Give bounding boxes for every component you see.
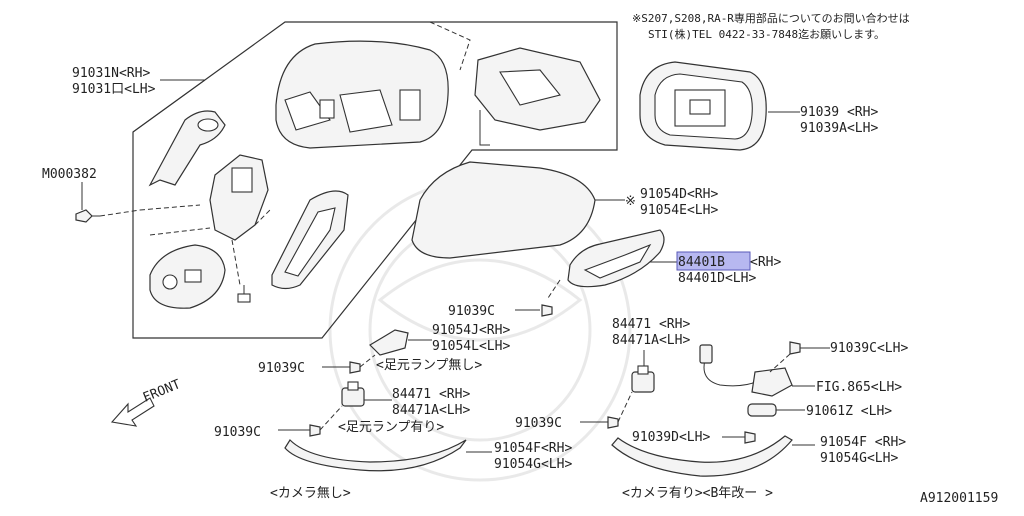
mirror-mount-bolt: [237, 285, 251, 303]
note-camera-with: <カメラ有り><B年改ー >: [622, 486, 773, 501]
label-91039c-top[interactable]: 91039C: [448, 304, 495, 319]
label-84471a-left[interactable]: 84471A<LH>: [392, 403, 470, 418]
label-84471-left[interactable]: 84471 <RH>: [392, 387, 470, 402]
label-91039c-mid[interactable]: 91039C: [258, 361, 305, 376]
note-lamp-with: <足元ランプ有り>: [338, 420, 444, 435]
label-91054g-left[interactable]: 91054G<LH>: [494, 457, 572, 472]
label-m000382[interactable]: M000382: [42, 167, 97, 182]
label-91039d[interactable]: 91039D<LH>: [632, 430, 710, 445]
side-camera-unit: [699, 341, 830, 397]
highlight-84401b: [676, 251, 751, 271]
label-84401b[interactable]: 84401B: [678, 255, 725, 270]
label-84401d[interactable]: 84401D<LH>: [678, 271, 756, 286]
label-91054g-right[interactable]: 91054G<LH>: [820, 451, 898, 466]
label-91039[interactable]: 91039 <RH>: [800, 105, 878, 120]
mirror-glass: [639, 61, 800, 151]
m000382-bolt: [75, 182, 141, 223]
label-91039c-lh[interactable]: 91039C<LH>: [830, 341, 908, 356]
label-91039c-right[interactable]: 91039C: [515, 416, 562, 431]
label-84471a-right[interactable]: 84471A<LH>: [612, 333, 690, 348]
label-91031n[interactable]: 91031N<RH>: [72, 66, 150, 81]
note-camera-none: <カメラ無し>: [270, 486, 351, 501]
foot-lamp-left: [341, 381, 392, 407]
mirror-housing: [275, 40, 449, 149]
label-91054e[interactable]: 91054E<LH>: [640, 203, 718, 218]
label-91054f-left[interactable]: 91054F<RH>: [494, 441, 572, 456]
lower-garnish-right: [611, 431, 815, 477]
foot-lamp-right: [631, 350, 655, 393]
label-91054j[interactable]: 91054J<RH>: [432, 323, 510, 338]
front-arrow-icon: [110, 397, 155, 427]
label-91039c-left[interactable]: 91039C: [214, 425, 261, 440]
turn-signal-lamp: [547, 229, 678, 299]
screw-91039c-top: [515, 304, 553, 317]
screw-91039c-mid: [322, 354, 376, 374]
mirror-cover: [411, 161, 625, 259]
lamp-hole-cover: [369, 329, 432, 356]
mirror-base-gasket: [149, 244, 226, 309]
drawing-id: A912001159: [920, 491, 998, 506]
screw-91039c-left: [278, 405, 343, 437]
mirror-assembly-frame: [132, 21, 618, 339]
label-91054f-right[interactable]: 91054F <RH>: [820, 435, 906, 450]
label-91031o[interactable]: 91031口<LH>: [72, 82, 156, 97]
sti-note-line1: ※S207,S208,RA-R専用部品についてのお問い合わせは: [632, 11, 910, 25]
camera-cover: [747, 403, 805, 417]
mirror-motor-base: [139, 154, 271, 286]
mirror-internal-unit: [429, 21, 601, 146]
lower-garnish-left: [284, 439, 492, 472]
label-91054l[interactable]: 91054L<LH>: [432, 339, 510, 354]
label-84401b-rh: <RH>: [750, 255, 781, 270]
mirror-lower-cover: [271, 190, 349, 290]
label-91054d[interactable]: 91054D<RH>: [640, 187, 718, 202]
label-91039a[interactable]: 91039A<LH>: [800, 121, 878, 136]
note-lamp-none: <足元ランプ無し>: [376, 358, 482, 373]
sti-note-line2: STI(株)TEL 0422-33-7848迄お願いします。: [648, 27, 885, 41]
label-fig865[interactable]: FIG.865<LH>: [816, 380, 902, 395]
label-84471-right[interactable]: 84471 <RH>: [612, 317, 690, 332]
screw-91039c-right: [580, 391, 633, 429]
front-label: FRONT: [141, 377, 183, 406]
mirror-bracket: [148, 110, 226, 187]
star-mark: ※: [625, 194, 636, 209]
label-91061z[interactable]: 91061Z <LH>: [806, 404, 892, 419]
